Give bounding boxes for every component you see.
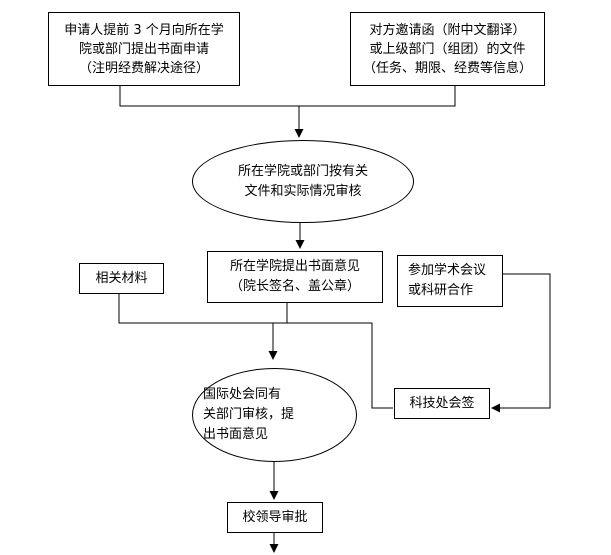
connector-top-merge (119, 86, 456, 107)
node-college-opinion: 所在学院提出书面意见 （院长签名、盖公章） (207, 251, 383, 303)
node-academic-activity-line2: 或科研合作 (408, 283, 474, 298)
node-applicant-request: 申请人提前 3 个月向所在学 院或部门提出书面申请 （注明经费解决途径） (48, 12, 240, 86)
node-invitation-docs-line2: 或上级部门（组团）的文件 (369, 41, 526, 57)
node-applicant-request-line1: 申请人提前 3 个月向所在学 (64, 22, 224, 38)
node-intl-office-review-line1: 国际处会同有 (203, 387, 282, 402)
node-invitation-docs: 对方邀请函（附中文翻译） 或上级部门（组团）的文件 （任务、期限、经费等信息） (350, 12, 545, 86)
node-intl-office-review-line2: 关部门审核，提 (203, 407, 295, 422)
connector-academic-to-countersign (500, 273, 551, 409)
node-applicant-request-line2: 院或部门提出书面申请 (78, 41, 209, 57)
node-sci-tech-countersign: 科技处会签 (394, 388, 490, 419)
node-intl-office-review-line3: 出书面意见 (203, 427, 269, 442)
node-academic-activity-line1: 参加学术会议 (408, 263, 487, 278)
node-sci-tech-countersign-line1: 科技处会签 (409, 395, 475, 411)
node-related-materials: 相关材料 (79, 263, 164, 294)
arrowhead-exit (269, 544, 279, 553)
arrowhead-to-college-review (294, 129, 304, 138)
node-college-review: 所在学院或部门按有关 文件和实际情况审核 (192, 140, 414, 223)
node-invitation-docs-line3: （任务、期限、经费等信息） (362, 60, 532, 76)
node-related-materials-line1: 相关材料 (95, 270, 148, 286)
node-college-review-line1: 所在学院或部门按有关 (237, 163, 368, 179)
node-invitation-docs-line1: 对方邀请函（附中文翻译） (369, 22, 526, 38)
node-college-opinion-line2: （院长签名、盖公章） (229, 279, 360, 294)
connector-middle-bus (118, 294, 393, 409)
node-college-opinion-line1: 所在学院提出书面意见 (229, 259, 360, 274)
node-leader-approval-line1: 校领导审批 (242, 509, 308, 525)
arrowhead-to-intl-review (268, 351, 278, 360)
node-academic-activity: 参加学术会议 或科研合作 (397, 255, 503, 307)
arrowhead-to-countersign (491, 403, 500, 413)
node-leader-approval: 校领导审批 (227, 502, 323, 533)
node-applicant-request-line3: （注明经费解决途径） (78, 60, 209, 76)
node-intl-office-review: 国际处会同有 关部门审核，提 出书面意见 (192, 368, 357, 462)
node-college-review-line2: 文件和实际情况审核 (244, 183, 362, 199)
arrowhead-to-college-opinion (295, 240, 305, 249)
arrowhead-to-leader-approval (269, 491, 279, 500)
